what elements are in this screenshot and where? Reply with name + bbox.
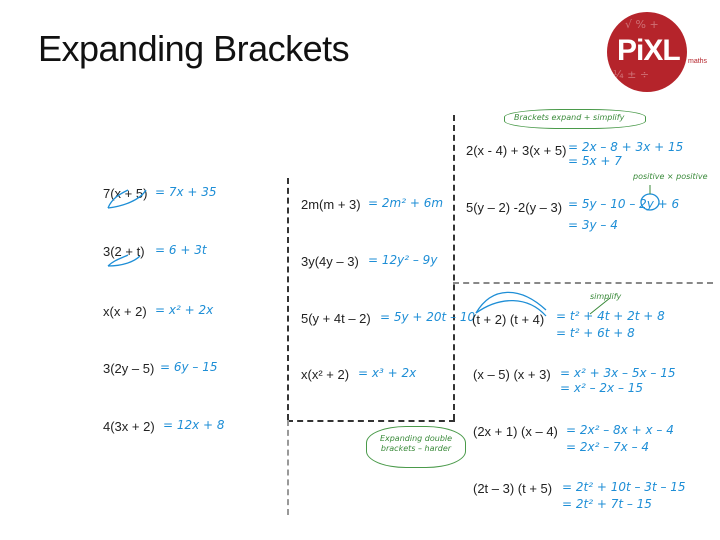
question: 3(2 + t) [103, 244, 145, 259]
logo-decoration: √ % + [625, 18, 659, 31]
note-expand-simplify: Brackets expand + simplify [514, 113, 625, 122]
arrow-icon [589, 297, 611, 315]
question: 3y(4y – 3) [301, 254, 359, 269]
arrow-icon [107, 189, 129, 209]
note-bubble [366, 426, 466, 468]
note-simplify: simplify [590, 292, 622, 301]
question: (2x + 1) (x – 4) [473, 424, 558, 439]
answer-step: = 5y – 10 – 2y + 6 [568, 197, 680, 211]
question: 7(x + 5) [103, 186, 148, 201]
answer: = 2t² + 7t – 15 [562, 497, 652, 511]
answer: = x² – 2x – 15 [560, 381, 644, 395]
circle-icon [640, 193, 660, 211]
answer: = 5y + 20t – 10 [380, 310, 476, 324]
question: 5(y + 4t – 2) [301, 311, 371, 326]
answer: = 12x + 8 [163, 418, 225, 432]
answer: = 3y – 4 [568, 218, 618, 232]
divider-horizontal-right [453, 282, 713, 284]
divider-vertical-bottom [287, 420, 289, 515]
arrow-icon [107, 254, 129, 267]
answer: = 5x + 7 [568, 154, 622, 168]
logo-decoration: ¼ ± ÷ [613, 68, 650, 81]
question: (2t – 3) (t + 5) [473, 481, 553, 496]
arrow-icon [475, 299, 547, 317]
divider-vertical-left [287, 178, 289, 420]
answer: = 7x + 35 [155, 185, 217, 199]
answer-step: = 2x² – 8x + x – 4 [566, 423, 674, 437]
question: x(x² + 2) [301, 367, 350, 382]
question: 3(2y – 5) [103, 361, 155, 376]
answer: = x² + 2x [155, 303, 214, 317]
logo-subtext: maths [688, 58, 708, 65]
answer: = 6y – 15 [160, 360, 218, 374]
question: 5(y – 2) -2(y – 3) [466, 200, 563, 215]
answer-step: = x² + 3x – 5x – 15 [560, 366, 676, 380]
answer: = x³ + 2x [358, 366, 417, 380]
question: (t + 2) (t + 4) [472, 312, 545, 327]
page-title: Expanding Brackets [38, 28, 350, 69]
pixl-logo: √ % + ¼ ± ÷ PiXL [607, 12, 687, 92]
arrow-icon [107, 189, 147, 209]
divider-horizontal-bottom [287, 420, 455, 422]
answer: = 2x² – 7x – 4 [566, 440, 650, 454]
note-bubble [504, 109, 646, 129]
divider-vertical-right [453, 115, 455, 420]
question: (x – 5) (x + 3) [473, 367, 551, 382]
arrow-icon [107, 255, 141, 267]
logo-text: PiXL [617, 34, 681, 67]
note-positive: positive × positive [633, 172, 708, 181]
answer-step: = 2x – 8 + 3x + 15 [568, 140, 684, 154]
answer-step: = t² + 4t + 2t + 8 [556, 309, 665, 323]
arrow-icon [475, 291, 547, 314]
question: 4(3x + 2) [103, 419, 155, 434]
answer: = 12y² – 9y [368, 253, 438, 267]
question: x(x + 2) [103, 304, 147, 319]
question: 2(x - 4) + 3(x + 5) [466, 143, 567, 158]
answer: = t² + 6t + 8 [556, 326, 635, 340]
answer-step: = 2t² + 10t – 3t – 15 [562, 480, 686, 494]
question: 2m(m + 3) [301, 197, 361, 212]
answer: = 6 + 3t [155, 243, 207, 257]
answer: = 2m² + 6m [368, 196, 444, 210]
note-double-brackets: Expanding double brackets – harder [379, 434, 453, 453]
